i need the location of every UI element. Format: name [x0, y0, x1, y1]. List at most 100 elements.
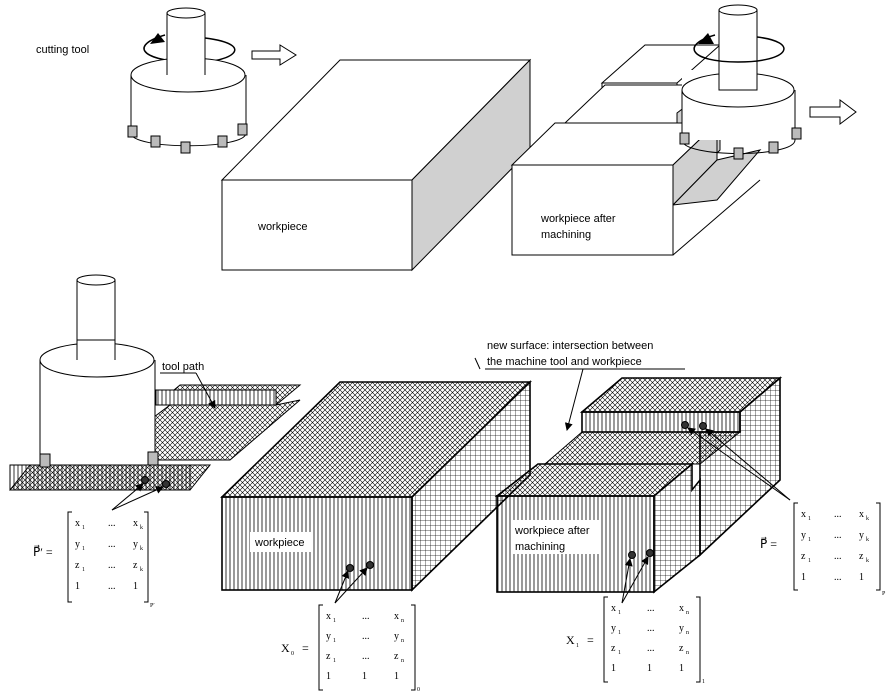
matrix-x1-cell-0-2: x [679, 603, 684, 614]
matrix-p_prime-cell-3-1: ... [108, 581, 116, 592]
matrix-p-sub-0-2: k [866, 516, 869, 522]
matrix-x0-cell-3-0: 1 [326, 671, 331, 682]
matrix-x0-cell-0-1: ... [362, 611, 370, 622]
matrix-x0-cell-2-1: ... [362, 651, 370, 662]
svg-text:0: 0 [417, 687, 420, 693]
matrix-p-sub-2-0: 1 [808, 558, 811, 564]
matrix-x1-sub-0-0: 1 [618, 610, 621, 616]
workpiece-after-bottom-label-1: workpiece after [514, 525, 590, 537]
matrix-x0-sub-1-2: n [401, 638, 404, 644]
new-surface-label-2: the machine tool and workpiece [487, 356, 642, 368]
matrix-x1-sub-0-2: n [686, 610, 689, 616]
matrix-p_prime-cell-3-2: 1 [133, 581, 138, 592]
matrix-x1-cell-3-1: 1 [647, 663, 652, 674]
cutting-tool-top [128, 8, 247, 153]
matrix-p_prime-cell-0-1: ... [108, 518, 116, 529]
matrix-x0-cell-3-1: 1 [362, 671, 367, 682]
svg-text:P′: P′ [150, 603, 155, 609]
matrix-p-cell-3-1: ... [834, 572, 842, 583]
matrix-x1-cell-1-1: ... [647, 623, 655, 634]
tool-path-label: tool path [162, 361, 204, 373]
matrix-x1: X 1 = 1 x1...xny1...ynz1...zn111 [566, 597, 705, 685]
matrix-x1-cell-1-0: y [611, 623, 616, 634]
point-x0-1 [347, 565, 354, 572]
matrix-x0-sub-1-0: 1 [333, 638, 336, 644]
matrix-x0-sub-2-2: n [401, 658, 404, 664]
matrix-p_prime-cell-1-1: ... [108, 539, 116, 550]
workpiece-after-bottom-label-2: machining [515, 541, 565, 553]
matrix-p-cell-1-0: y [801, 530, 806, 541]
matrix-p_prime-sub-1-0: 1 [82, 546, 85, 552]
matrix-x0-cell-0-2: x [394, 611, 399, 622]
matrix-p-cell-0-0: x [801, 509, 806, 520]
matrix-p-sub-1-2: k [866, 537, 869, 543]
matrix-x0-sub-0-0: 1 [333, 618, 336, 624]
point-p-1 [682, 422, 689, 429]
svg-text:X: X [281, 641, 290, 655]
matrix-x1-cell-2-2: z [679, 643, 684, 654]
matrix-p-cell-1-2: y [859, 530, 864, 541]
matrix-x1-cell-2-1: ... [647, 643, 655, 654]
matrix-p-sub-0-0: 1 [808, 516, 811, 522]
matrix-p_prime-cell-3-0: 1 [75, 581, 80, 592]
new-surface-label-1: new surface: intersection between [487, 340, 653, 352]
matrix-x0-cell-1-0: y [326, 631, 331, 642]
matrix-p-sub-1-0: 1 [808, 537, 811, 543]
point-p-prime-1 [142, 477, 149, 484]
point-x0-2 [367, 562, 374, 569]
matrix-x1-cell-1-2: y [679, 623, 684, 634]
matrix-p_prime-cell-2-0: z [75, 560, 80, 571]
matrix-p-sub-2-2: k [866, 558, 869, 564]
workpiece-after-top-label-2: machining [541, 229, 591, 241]
matrix-x1-sub-2-0: 1 [618, 650, 621, 656]
matrix-x0-cell-1-1: ... [362, 631, 370, 642]
svg-text:0: 0 [291, 651, 294, 657]
matrix-x1-cell-2-0: z [611, 643, 616, 654]
matrix-p_prime-sub-2-0: 1 [82, 567, 85, 573]
matrix-p-cell-0-1: ... [834, 509, 842, 520]
point-x1-2 [647, 550, 654, 557]
matrix-x0-cell-0-0: x [326, 611, 331, 622]
svg-text:P⃗ =: P⃗ = [760, 536, 777, 551]
matrix-x0-cell-2-2: z [394, 651, 399, 662]
matrix-p-cell-0-2: x [859, 509, 864, 520]
matrix-p-cell-1-1: ... [834, 530, 842, 541]
matrix-p-cell-2-0: z [801, 551, 806, 562]
feed-arrow-left [252, 45, 296, 65]
svg-text:X: X [566, 633, 575, 647]
matrix-p-cell-2-1: ... [834, 551, 842, 562]
svg-text:P⃗′ =: P⃗′ = [33, 544, 53, 559]
point-p-2 [700, 423, 707, 430]
point-p-prime-2 [163, 481, 170, 488]
matrix-x1-sub-2-2: n [686, 650, 689, 656]
svg-text:1: 1 [702, 679, 705, 685]
workpiece-after-mesh-bottom [497, 378, 780, 592]
matrix-p-cell-2-2: z [859, 551, 864, 562]
matrix-p-cell-3-0: 1 [801, 572, 806, 583]
cutting-tool-label: cutting tool [36, 44, 89, 56]
point-x1-1 [629, 552, 636, 559]
matrix-p_prime-sub-2-2: k [140, 567, 143, 573]
cutting-tool-top-right [680, 5, 801, 159]
matrix-p_prime-cell-0-0: x [75, 518, 80, 529]
svg-text:=: = [302, 641, 309, 655]
tool-path-assembly [10, 275, 300, 490]
svg-text:P: P [882, 591, 886, 597]
workpiece-after-top-label-1: workpiece after [540, 213, 616, 225]
feed-arrow-right [810, 100, 856, 124]
matrix-p-cell-3-2: 1 [859, 572, 864, 583]
matrix-x1-cell-0-0: x [611, 603, 616, 614]
matrix-p_prime-cell-1-0: y [75, 539, 80, 550]
matrix-p_prime-sub-1-2: k [140, 546, 143, 552]
matrix-p_prime-cell-1-2: y [133, 539, 138, 550]
workpiece-label-top: workpiece [257, 221, 308, 233]
matrix-p_prime-cell-2-1: ... [108, 560, 116, 571]
matrix-x0-sub-0-2: n [401, 618, 404, 624]
matrix-p_prime-sub-0-0: 1 [82, 525, 85, 531]
matrix-x0-cell-2-0: z [326, 651, 331, 662]
